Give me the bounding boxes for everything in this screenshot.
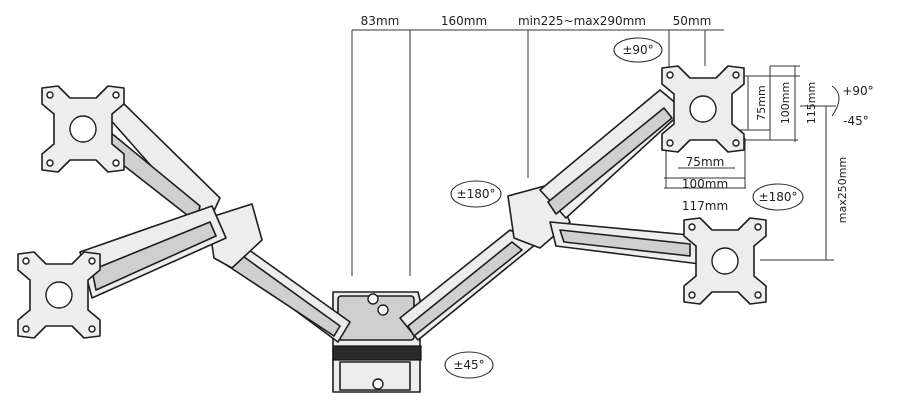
dimension-lines [351, 29, 840, 276]
dim-75mm-horizontal-label: 75mm [686, 155, 725, 169]
dim-max250-label: max250mm [836, 157, 849, 223]
rotation-45-label: ±45° [453, 358, 484, 372]
wall-plate [332, 291, 422, 393]
dim-115mm-label: 115mm [805, 82, 818, 124]
dim-100mm-vertical-label: 100mm [779, 82, 792, 124]
vesa-plate-bottom-left [17, 251, 101, 339]
dim-50mm-label: 50mm [673, 14, 712, 28]
rotation-180-left-indicator: ±180° [450, 180, 502, 208]
left-arm-assembly [79, 99, 351, 343]
dim-75mm-vertical-label: 75mm [755, 85, 768, 120]
dim-160mm-label: 160mm [441, 14, 487, 28]
rotation-180-right-label: ±180° [759, 190, 798, 204]
rotation-180-right-indicator: ±180° [752, 183, 804, 211]
vesa-plate-top-left [41, 85, 125, 173]
rotation-45-indicator: ±45° [444, 351, 494, 379]
right-arm-assembly [399, 89, 701, 341]
tilt-down-label: -45° [843, 114, 869, 128]
dim-117mm-label: 117mm [682, 199, 728, 213]
vesa-plate-top-right [661, 65, 745, 153]
rotation-90-indicator: ±90° [613, 37, 663, 63]
rotation-90-label: ±90° [622, 43, 653, 57]
dim-range-label: min225~max290mm [518, 14, 646, 28]
vesa-plate-bottom-right [683, 217, 767, 305]
dim-83mm-label: 83mm [361, 14, 400, 28]
dim-100mm-horizontal-label: 100mm [682, 177, 728, 191]
tilt-up-label: +90° [842, 84, 873, 98]
dimension-labels: 83mm 160mm min225~max290mm 50mm 75mm 100… [361, 14, 874, 223]
rotation-180-left-label: ±180° [457, 187, 496, 201]
